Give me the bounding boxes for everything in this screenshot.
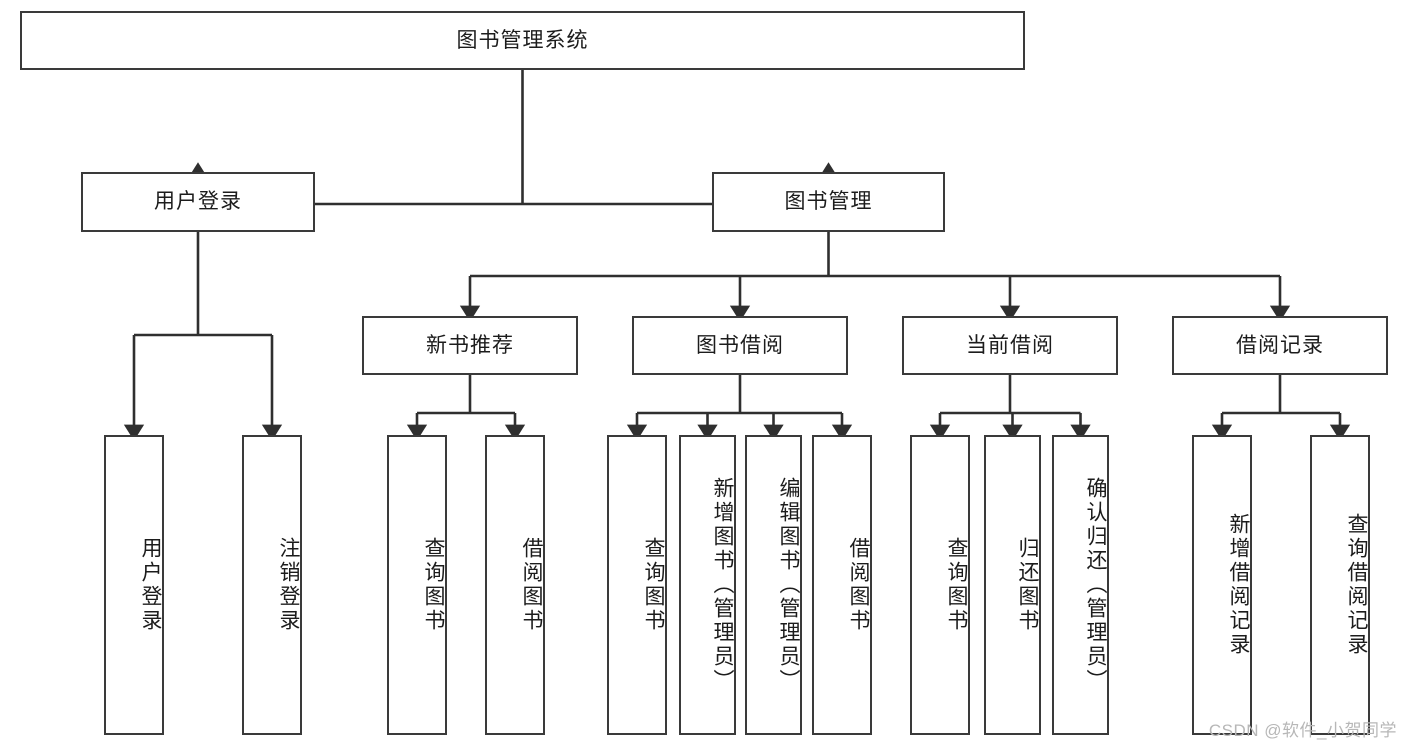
node-leaf-cur1: 查询图书 xyxy=(910,435,970,735)
node-leaf-rec1: 新增借阅记录 xyxy=(1192,435,1252,735)
node-label: 归还图书 xyxy=(1016,537,1039,633)
node-records: 借阅记录 xyxy=(1172,316,1388,375)
node-label: 图书借阅 xyxy=(696,333,784,357)
node-label: 用户登录 xyxy=(139,537,162,633)
node-label: 查询图书 xyxy=(945,537,968,633)
node-label: 编辑图书（管理员） xyxy=(777,477,800,693)
node-label: 借阅记录 xyxy=(1236,333,1324,357)
node-label: 查询图书 xyxy=(642,537,665,633)
node-label: 新增图书（管理员） xyxy=(711,477,734,693)
node-label: 图书管理系统 xyxy=(456,28,589,52)
node-leaf-bor4: 借阅图书 xyxy=(812,435,872,735)
node-login: 用户登录 xyxy=(81,172,315,232)
node-label: 借阅图书 xyxy=(520,537,543,633)
node-leaf-rec2: 查询借阅记录 xyxy=(1310,435,1370,735)
node-label: 新增借阅记录 xyxy=(1227,513,1250,657)
node-leaf-bor2: 新增图书（管理员） xyxy=(679,435,736,735)
node-leaf-new2: 借阅图书 xyxy=(485,435,545,735)
node-label: 当前借阅 xyxy=(966,333,1054,357)
node-leaf-login1: 用户登录 xyxy=(104,435,164,735)
node-newbook: 新书推荐 xyxy=(362,316,578,375)
node-leaf-login2: 注销登录 xyxy=(242,435,302,735)
node-label: 注销登录 xyxy=(277,537,300,633)
node-current: 当前借阅 xyxy=(902,316,1118,375)
node-leaf-bor1: 查询图书 xyxy=(607,435,667,735)
node-leaf-bor3: 编辑图书（管理员） xyxy=(745,435,802,735)
node-borrow: 图书借阅 xyxy=(632,316,848,375)
node-label: 用户登录 xyxy=(154,190,242,214)
node-leaf-cur2: 归还图书 xyxy=(984,435,1041,735)
node-bookmgmt: 图书管理 xyxy=(712,172,945,232)
node-label: 查询图书 xyxy=(422,537,445,633)
node-leaf-cur3: 确认归还（管理员） xyxy=(1052,435,1109,735)
node-label: 新书推荐 xyxy=(426,333,514,357)
node-label: 查询借阅记录 xyxy=(1345,513,1368,657)
node-label: 确认归还（管理员） xyxy=(1084,477,1107,693)
node-root: 图书管理系统 xyxy=(20,11,1025,70)
node-label: 借阅图书 xyxy=(847,537,870,633)
node-leaf-new1: 查询图书 xyxy=(387,435,447,735)
node-label: 图书管理 xyxy=(784,190,873,214)
